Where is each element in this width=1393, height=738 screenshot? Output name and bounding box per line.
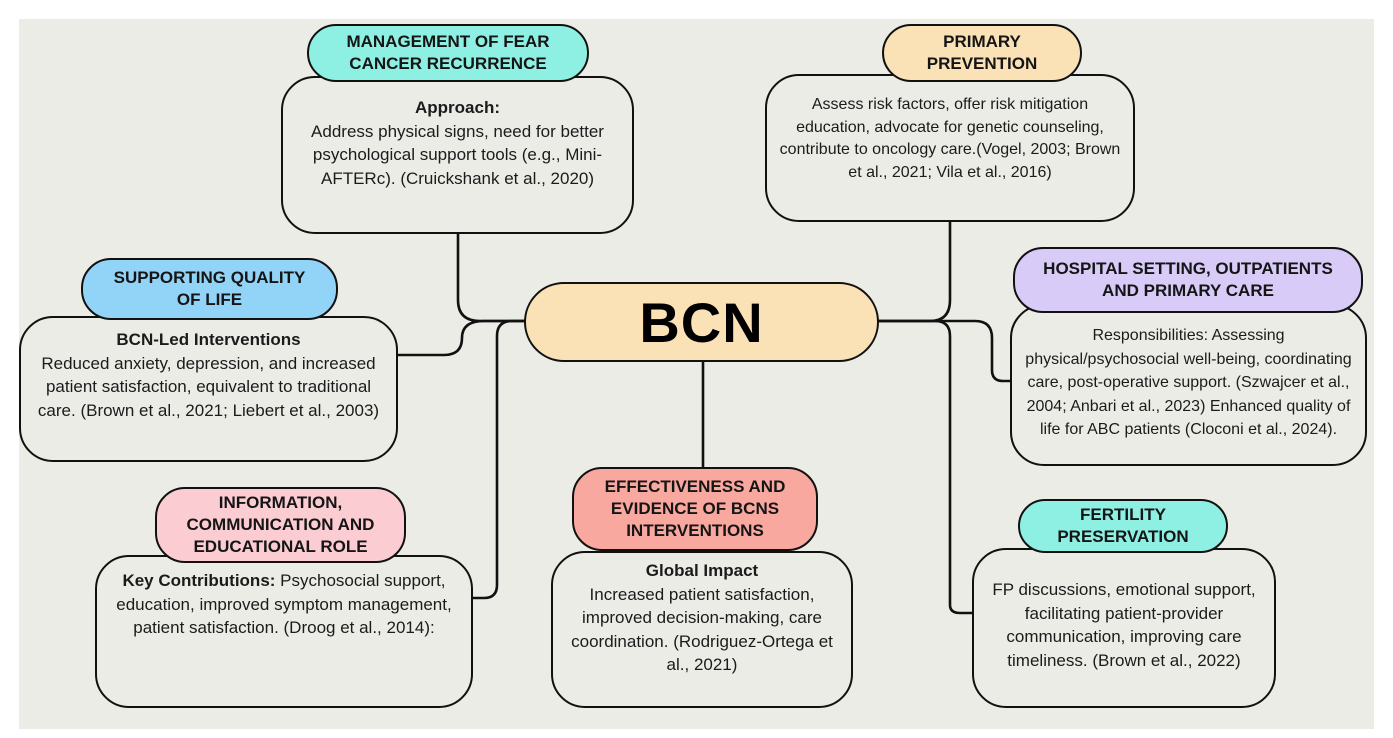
fear-node-title-text: MANAGEMENT OF FEAR CANCER RECURRENCE (346, 32, 550, 73)
quality-node-text: Reduced anxiety, depression, and increas… (37, 353, 380, 420)
information-node-subtitle: Key Contributions: (122, 571, 276, 590)
prevention-node-title-text: PRIMARY PREVENTION (926, 32, 1038, 73)
effectiveness-node-subtitle: Global Impact (645, 561, 759, 580)
information-node-title: INFORMATION, COMMUNICATION AND EDUCATION… (155, 487, 406, 563)
fear-node-body: Approach: Address physical signs, need f… (281, 76, 634, 234)
fertility-node-body: FP discussions, emotional support, facil… (972, 548, 1276, 708)
center-node: BCN (524, 282, 879, 362)
quality-node-body: BCN-Led Interventions Reduced anxiety, d… (19, 316, 398, 462)
fear-node-title: MANAGEMENT OF FEAR CANCER RECURRENCE (307, 24, 589, 82)
fertility-node-text: FP discussions, emotional support, facil… (992, 580, 1256, 670)
fertility-node-title: FERTILITY PRESERVATION (1018, 499, 1228, 553)
prevention-node-body: Assess risk factors, offer risk mitigati… (765, 74, 1135, 222)
effectiveness-node-body: Global Impact Increased patient satisfac… (551, 551, 853, 708)
information-node-body: Key Contributions: Psychosocial support,… (95, 555, 473, 708)
quality-node-subtitle: BCN-Led Interventions (116, 330, 301, 349)
effectiveness-node-title-text: EFFECTIVENESS AND EVIDENCE OF BCNS INTER… (604, 477, 786, 540)
center-node-label: BCN (639, 290, 764, 354)
hospital-node-title: HOSPITAL SETTING, OUTPATIENTS AND PRIMAR… (1013, 247, 1363, 313)
prevention-node-text: Assess risk factors, offer risk mitigati… (779, 96, 1121, 181)
quality-node-title: SUPPORTING QUALITY OF LIFE (81, 258, 338, 320)
effectiveness-node-text: Increased patient satisfaction, improved… (571, 584, 833, 675)
fear-node-text: Address physical signs, need for better … (311, 121, 604, 188)
hospital-node-title-text: HOSPITAL SETTING, OUTPATIENTS AND PRIMAR… (1043, 259, 1333, 300)
hospital-node-text: Responsibilities: Assessing physical/psy… (1025, 327, 1352, 438)
quality-node-title-text: SUPPORTING QUALITY OF LIFE (113, 268, 306, 309)
fertility-node-title-text: FERTILITY PRESERVATION (1057, 505, 1189, 546)
information-node-title-text: INFORMATION, COMMUNICATION AND EDUCATION… (186, 493, 375, 556)
effectiveness-node-title: EFFECTIVENESS AND EVIDENCE OF BCNS INTER… (572, 467, 818, 551)
prevention-node-title: PRIMARY PREVENTION (882, 24, 1082, 82)
hospital-node-body: Responsibilities: Assessing physical/psy… (1010, 304, 1367, 466)
information-node-text: Psychosocial support, education, improve… (116, 571, 452, 637)
fear-node-subtitle: Approach: (415, 98, 500, 117)
